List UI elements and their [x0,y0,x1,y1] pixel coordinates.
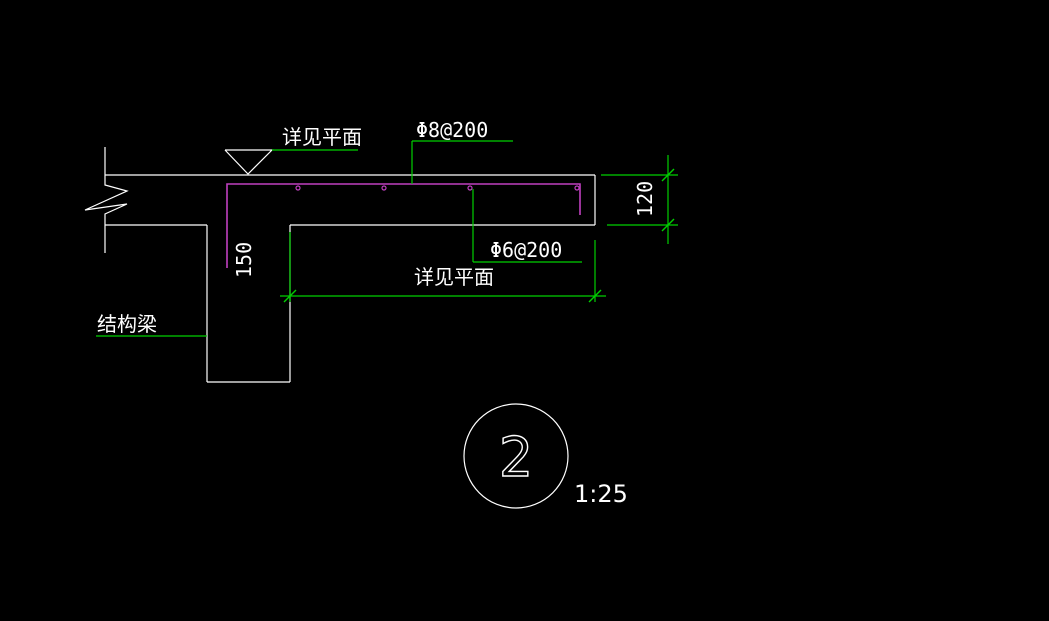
rebar-top [226,183,581,268]
dimension-text-thickness: 120 [633,181,657,217]
detail-number: 2 [499,426,533,489]
label-see-plan-top: 详见平面 [282,125,362,149]
detail-bubble: 2 [463,403,569,509]
label-bottom-rebar: Φ6@200 [490,238,562,262]
dimension-text-depth: 150 [232,242,256,278]
label-top-rebar: Φ8@200 [416,118,488,142]
detail-scale: 1:25 [574,480,628,508]
leader-top-rebar [411,140,513,184]
break-line [84,147,129,253]
dimension-vertical [601,155,678,244]
leader-bottom-rebar [472,189,582,263]
dimension-horizontal [280,232,606,303]
label-see-plan-bottom: 详见平面 [414,265,494,289]
label-structural-beam: 结构梁 [97,312,157,336]
concrete-outline [105,174,596,383]
level-marker-triangle [224,149,358,175]
